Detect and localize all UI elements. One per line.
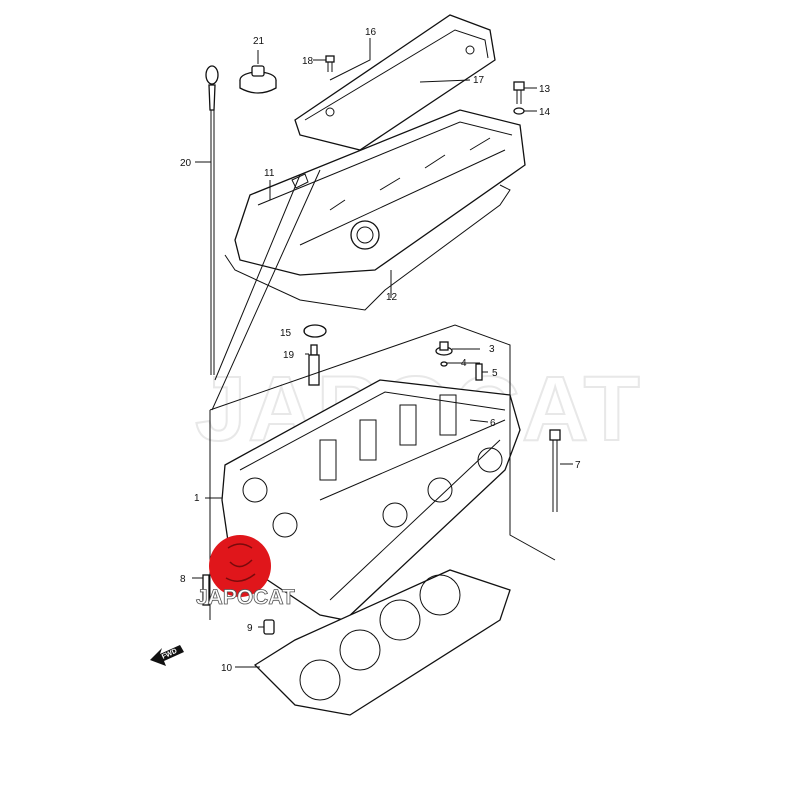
- callout-18: 18: [302, 56, 314, 67]
- callout-19: 19: [283, 350, 295, 361]
- head-outline-box: [209, 324, 556, 620]
- callout-7: 7: [575, 460, 581, 471]
- small-parts: [202, 341, 561, 635]
- callout-13: 13: [539, 84, 551, 95]
- callout-9: 9: [247, 623, 253, 634]
- callout-6: 6: [490, 418, 496, 429]
- cylinder-head-cover-upper: [294, 14, 496, 151]
- callout-12: 12: [386, 292, 398, 303]
- svg-text:FWD: FWD: [161, 648, 178, 661]
- callout-15: 15: [280, 328, 292, 339]
- cylinder-head-cover: [234, 109, 526, 276]
- callout-11: 11: [264, 168, 275, 179]
- callout-1: 1: [194, 493, 200, 504]
- callout-10: 10: [221, 663, 233, 674]
- callout-4: 4: [461, 358, 467, 369]
- svg-text:JAPOCAT: JAPOCAT: [196, 586, 295, 609]
- callout-16: 16: [365, 27, 377, 38]
- head-cover-gasket: [224, 184, 511, 311]
- seal-ring: [303, 324, 327, 338]
- callout-20: 20: [180, 158, 192, 169]
- cover-bolts: [325, 55, 525, 115]
- callout-14: 14: [539, 107, 551, 118]
- cylinder-head-gasket: [253, 569, 511, 716]
- oil-filler-cap: [239, 65, 277, 94]
- spark-plug: [308, 344, 320, 386]
- oil-dipstick: [205, 65, 219, 375]
- callout-17: 17: [473, 75, 485, 86]
- fwd-arrow: FWD: [150, 645, 184, 666]
- callout-5: 5: [492, 368, 498, 379]
- japocat-logo: JAPOCAT: [196, 535, 295, 609]
- callout-8: 8: [180, 574, 186, 585]
- cylinder-head: [221, 379, 521, 621]
- callout-21: 21: [253, 36, 265, 47]
- callout-labels: 1 3 4 5 6 7 8 9 10 11 12 13 14 15 16 17 …: [180, 27, 581, 674]
- callout-3: 3: [489, 344, 495, 355]
- leader-lines: [192, 38, 573, 668]
